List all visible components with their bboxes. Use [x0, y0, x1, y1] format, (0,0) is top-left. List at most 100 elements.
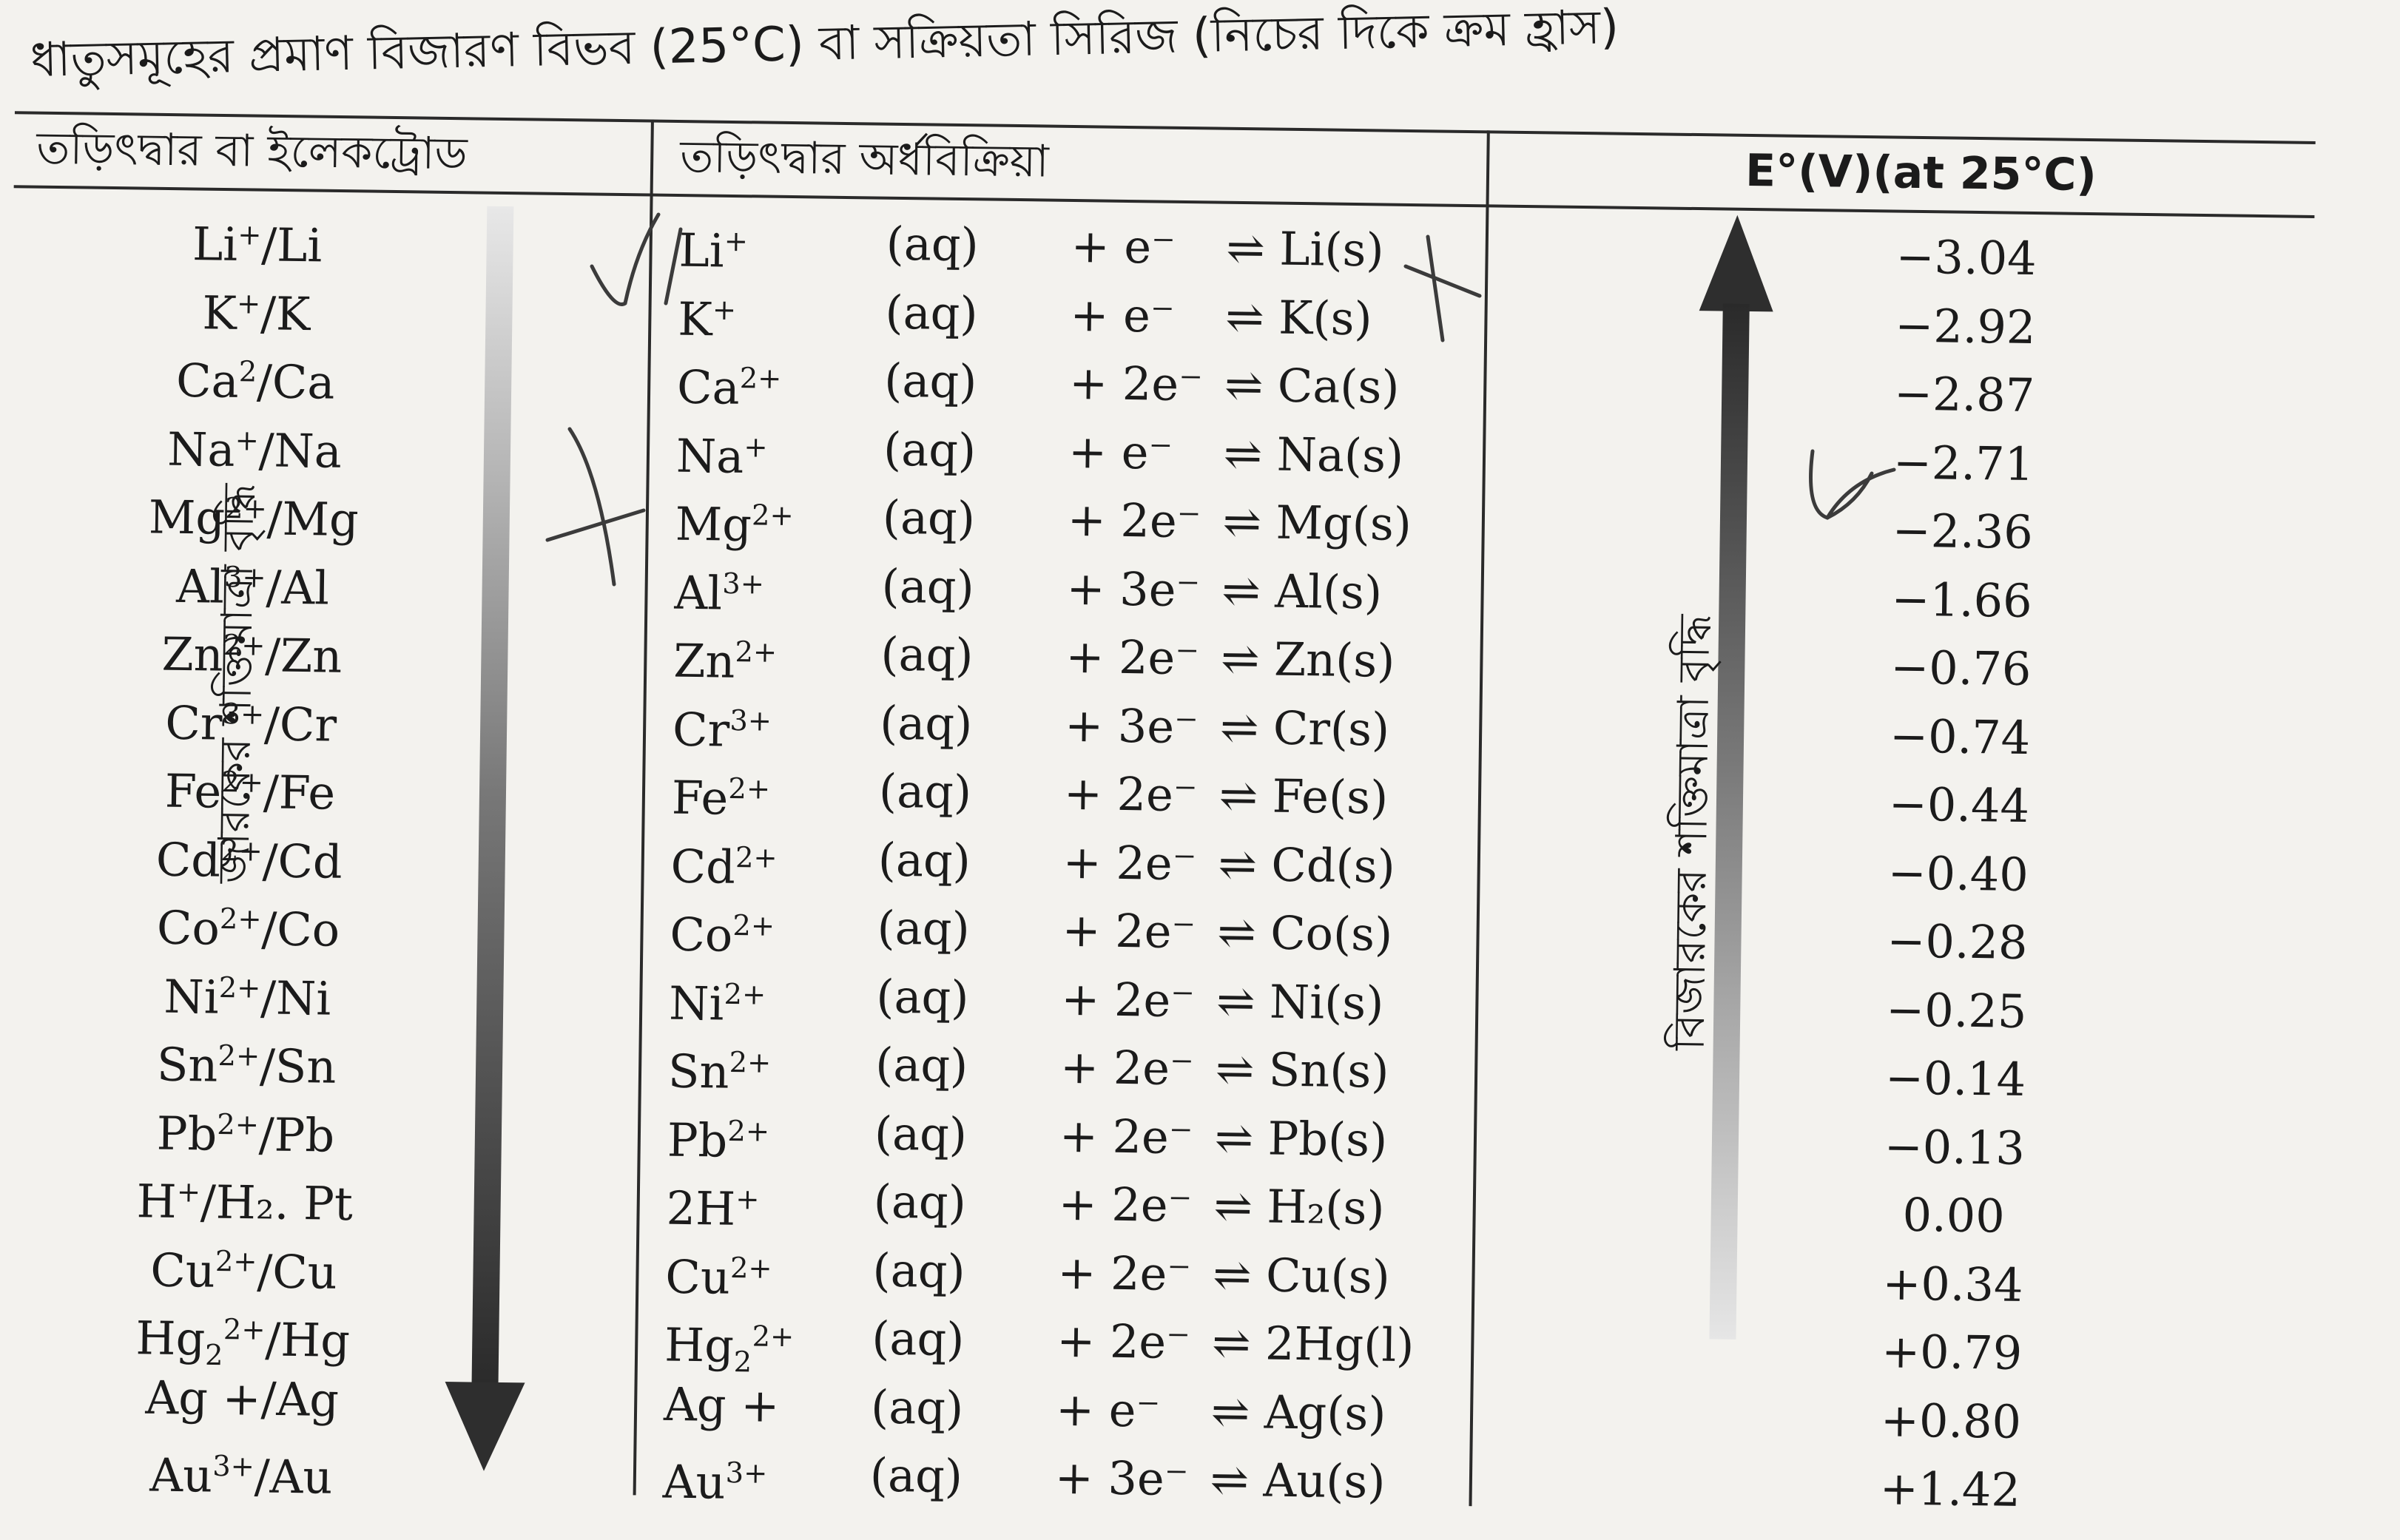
- reaction-ion: Cd2+: [670, 823, 778, 902]
- reaction-ion: Al3+: [674, 549, 765, 627]
- electrode-charge: +: [236, 286, 261, 321]
- electrode-charge: 2+: [218, 970, 261, 1005]
- electrode-charge: +: [235, 423, 260, 458]
- ion-symbol: Cu: [664, 1249, 731, 1305]
- standard-potential: +0.79: [1881, 1324, 2023, 1380]
- electrode-symbol: Pb: [156, 1106, 218, 1161]
- electrode-symbol: Sn: [156, 1037, 218, 1092]
- standard-potential: −3.04: [1895, 229, 2037, 286]
- standard-potential: −0.28: [1887, 913, 2028, 970]
- oxidant-strength-arrow: [445, 206, 525, 1471]
- reaction-product: ⇌ Ca(s): [1224, 357, 1400, 414]
- ion-symbol: Ni: [668, 976, 724, 1031]
- electrode-charge: 2+: [219, 902, 262, 936]
- ion-charge: +: [744, 430, 768, 465]
- electrode-couple: /Pb: [258, 1107, 335, 1163]
- reaction-state: (aq): [878, 763, 972, 820]
- ion-symbol: Cd: [670, 839, 736, 894]
- reaction-electrons: + 3e⁻: [1064, 698, 1199, 754]
- ion-charge: 3+: [722, 567, 765, 601]
- standard-potential: −0.14: [1884, 1050, 2026, 1107]
- ion-symbol: K: [677, 291, 713, 346]
- electrode-symbol: Na: [166, 422, 235, 477]
- electrode-symbol: Li: [192, 217, 238, 271]
- electrode-symbol: Hg: [135, 1311, 206, 1366]
- reaction-state: (aq): [883, 353, 977, 409]
- reaction-state: (aq): [877, 832, 971, 888]
- reductant-strength-label: বিজারকের শক্তিমাত্রা বৃদ্ধি: [1663, 614, 1720, 1051]
- ion-charge: 2+: [732, 909, 775, 943]
- reaction-ion: Cr3+: [673, 686, 772, 764]
- reaction-product: ⇌ Ag(s): [1210, 1384, 1386, 1441]
- standard-potential: +1.42: [1879, 1461, 2021, 1517]
- ion-charge: 3+: [725, 1456, 768, 1490]
- electrode-couple: /H₂. Pt: [200, 1175, 354, 1232]
- reaction-product: ⇌ Mg(s): [1222, 494, 1412, 552]
- reaction-ion: Au3+: [662, 1439, 768, 1517]
- electrode-symbol: H: [136, 1174, 178, 1229]
- reaction-ion: Mg2+: [675, 481, 794, 560]
- electrode-symbol: Cu: [149, 1242, 216, 1298]
- reaction-state: (aq): [880, 627, 974, 683]
- electrode-charge: +: [237, 218, 262, 252]
- ion-symbol: Fe: [671, 770, 729, 825]
- electrode-charge: 2+: [218, 1039, 260, 1073]
- reaction-ion: Co2+: [670, 891, 775, 970]
- reaction-electrons: + e⁻: [1068, 424, 1173, 480]
- ion-charge: 2+: [751, 499, 795, 533]
- ion-charge: +: [724, 224, 749, 259]
- oxidant-strength-label: জারকের শক্তিমাত্রা বৃদ্ধি: [208, 483, 264, 884]
- potential-table: তড়িৎদ্বার বা ইলেকট্রোড তড়িৎদ্বার অর্ধব…: [0, 111, 2400, 1540]
- reaction-product: ⇌ Ni(s): [1216, 973, 1384, 1030]
- reaction-product: ⇌ Sn(s): [1215, 1041, 1389, 1098]
- reaction-electrons: + 2e⁻: [1062, 902, 1196, 959]
- standard-potential: −2.87: [1893, 366, 2035, 423]
- electrode-cell: Ag +/Ag: [72, 1362, 413, 1435]
- header-electrode: তড়িৎদ্বার বা ইলেকট্রোড: [36, 122, 468, 180]
- arrow-head: [1699, 215, 1773, 312]
- standard-potential: +0.34: [1882, 1255, 2023, 1312]
- reaction-state: (aq): [886, 216, 980, 272]
- standard-potential: −0.25: [1885, 982, 2027, 1039]
- arrow-shaft: [1709, 303, 1750, 1340]
- reaction-electrons: + 2e⁻: [1057, 1245, 1192, 1301]
- reaction-electrons: + 2e⁻: [1067, 492, 1201, 549]
- ion-charge: 2+: [727, 1114, 770, 1149]
- ion-charge: 2+: [752, 1320, 795, 1354]
- arrow-head: [445, 1382, 525, 1471]
- ion-charge: 3+: [729, 703, 772, 738]
- reaction-product: ⇌ Al(s): [1221, 563, 1383, 620]
- standard-potential: −0.74: [1889, 709, 2031, 765]
- electrode-couple: /Ca: [256, 354, 335, 410]
- reaction-ion: Pb2+: [667, 1096, 769, 1175]
- ion-charge: 2+: [728, 771, 771, 806]
- electrode-symbol: Ag +: [145, 1370, 262, 1426]
- electrode-couple: /Cu: [256, 1243, 338, 1300]
- ion-charge: 2+: [735, 635, 778, 669]
- reaction-product: ⇌ 2Hg(l): [1211, 1315, 1415, 1373]
- reaction-product: ⇌ Cu(s): [1213, 1247, 1391, 1304]
- reaction-product: ⇌ H₂(s): [1213, 1178, 1386, 1235]
- ion-charge: 2+: [724, 977, 766, 1012]
- reaction-electrons: + 2e⁻: [1059, 1039, 1195, 1096]
- standard-potential: −1.66: [1891, 572, 2033, 628]
- reaction-ion: Fe2+: [671, 754, 770, 833]
- electrode-couple: /Au: [254, 1449, 333, 1504]
- standard-potential: −2.36: [1892, 503, 2034, 560]
- reaction-ion: 2H+: [666, 1165, 760, 1243]
- reaction-ion: Cu2+: [665, 1233, 772, 1312]
- reaction-state: (aq): [872, 1243, 966, 1298]
- reaction-electrons: + 3e⁻: [1066, 561, 1201, 617]
- page-title: ধাতুসমূহের প্রমাণ বিজারণ বিভব (25°C) বা …: [30, 0, 1619, 88]
- standard-potential: −0.13: [1884, 1118, 2026, 1175]
- reaction-product: ⇌ Li(s): [1226, 220, 1385, 277]
- electrode-symbol: Ni: [164, 969, 220, 1024]
- reaction-state: (aq): [874, 1037, 968, 1093]
- electrode-couple: /Hg: [264, 1312, 351, 1368]
- electrode-symbol: Ca: [175, 353, 240, 408]
- standard-potential: 0.00: [1902, 1187, 2006, 1243]
- ion-symbol: Hg: [664, 1317, 735, 1373]
- electrode-couple: /Na: [258, 422, 343, 479]
- ion-symbol: Li: [678, 223, 725, 278]
- reaction-product: ⇌ Au(s): [1210, 1452, 1386, 1509]
